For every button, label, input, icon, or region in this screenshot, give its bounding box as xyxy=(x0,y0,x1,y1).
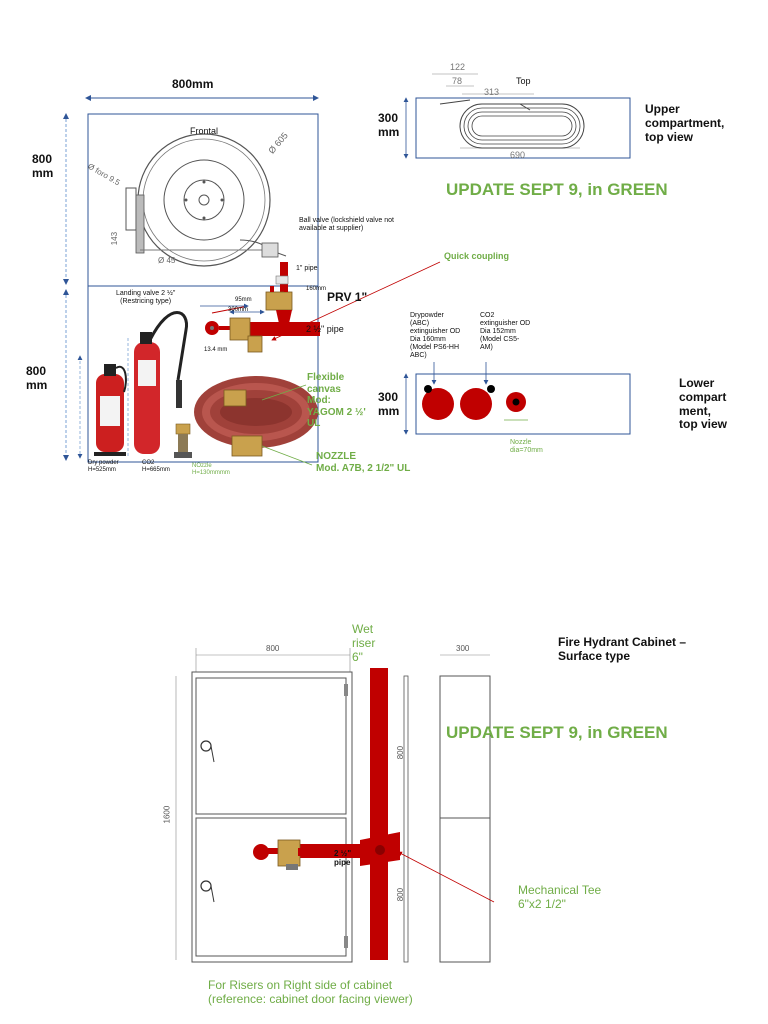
cabinet-height-dim: 1600 xyxy=(162,805,172,824)
landing-valve-label: Landing valve 2 ½" (Restricing type) xyxy=(116,290,176,306)
lower-dim-300: 300 mm xyxy=(378,390,400,418)
ball-valve-label: Ball valve (lockshield valve not availab… xyxy=(299,217,394,233)
flexible-canvas-hose xyxy=(194,376,318,457)
upper-dim-122: 122 xyxy=(450,62,466,72)
upper-dim-300: 300 mm xyxy=(378,111,400,139)
co2-circle xyxy=(460,388,492,420)
cabinet-depth-dim: 300 xyxy=(456,644,470,653)
wet-riser-label: Wet riser 6" xyxy=(352,622,376,664)
flexible-canvas-label: Flexible canvas Mod: YAGOM 2 ½' UL xyxy=(307,372,366,429)
update-label-top: UPDATE SEPT 9, in GREEN xyxy=(446,180,668,199)
dry-powder-height: Dry powder H=525mm xyxy=(88,460,119,473)
side-upper-dim: 800 xyxy=(396,745,406,760)
pipe-1in-label: 1" pipe xyxy=(296,265,318,272)
drypowder-spec: Drypowder (ABC) extinguisher OD Dia 160m… xyxy=(410,312,461,360)
cabinet-width-dim: 800 xyxy=(266,644,280,653)
frontal-width-dim: 800mm xyxy=(172,77,214,91)
upper-dim-690: 690 xyxy=(510,150,526,160)
dim-300: 300mm xyxy=(228,307,249,313)
cabinet-pipe-label: 2 ½" pipe xyxy=(334,849,352,868)
cabinet-landing-valve xyxy=(253,839,366,870)
dim-95: 95mm xyxy=(235,297,252,303)
lower-top-view xyxy=(403,362,631,435)
mechanical-tee-label: Mechanical Tee 6"x2 1/2" xyxy=(518,883,602,911)
nozzle-drawing xyxy=(174,423,192,458)
tee-leader xyxy=(397,851,495,903)
cabinet-title: Fire Hydrant Cabinet – Surface type xyxy=(558,635,687,663)
hub-dia-dim: Ø 45 xyxy=(158,256,176,265)
door-lock-lower xyxy=(200,880,215,903)
supply-pipes xyxy=(230,262,320,336)
nozzle-dia-label: Nozzle dia=70mm xyxy=(510,439,543,455)
upper-top-label: Top xyxy=(516,76,531,86)
cabinet-front-elevation xyxy=(175,648,353,963)
drypowder-circle xyxy=(422,388,454,420)
co2-spec: CO2 extinguisher OD Dia 152mm (Model CS5… xyxy=(480,312,531,352)
nozzle-height: NOzzle H=130mmmm xyxy=(192,463,230,476)
wet-riser-pipe xyxy=(360,668,400,960)
upper-caption: Upper compartment, top view xyxy=(645,102,725,144)
hose-reel-drawing xyxy=(125,133,287,267)
upper-dim-78: 78 xyxy=(452,76,463,86)
pipe-2half-label: 2 ½" pipe xyxy=(306,324,344,334)
side-lower-dim: 800 xyxy=(396,887,406,902)
nozzle-model-label: NOZZLE Mod. A7B, 2 1/2" UL xyxy=(316,451,411,474)
update-label-bottom: UPDATE SEPT 9, in GREEN xyxy=(446,723,668,742)
dim-134: 13.4 mm xyxy=(204,347,228,353)
frontal-view xyxy=(63,95,441,466)
dry-powder-extinguisher xyxy=(94,364,127,456)
bracket-dim: 143 xyxy=(110,231,120,246)
co2-height: CO2 H=665mm xyxy=(142,460,170,473)
landing-valve xyxy=(200,303,265,353)
frontal-label: Frontal xyxy=(190,126,219,136)
door-lock-upper xyxy=(200,740,215,763)
reel-coil-top xyxy=(439,99,585,149)
lower-caption: Lower compart ment, top view xyxy=(679,376,728,432)
upper-height-dim: 800 mm xyxy=(32,152,54,180)
risers-note: For Risers on Right side of cabinet (ref… xyxy=(208,978,413,1006)
lower-height-dim: 800 mm xyxy=(26,364,48,392)
cabinet-side-elevation xyxy=(403,654,491,963)
quick-coupling-label: Quick coupling xyxy=(444,251,510,261)
dim-160: 160mm xyxy=(306,286,327,292)
co2-extinguisher xyxy=(134,311,188,454)
prv-label: PRV 1" xyxy=(327,290,368,304)
upper-top-view xyxy=(403,73,631,159)
upper-dim-313: 313 xyxy=(484,87,500,97)
